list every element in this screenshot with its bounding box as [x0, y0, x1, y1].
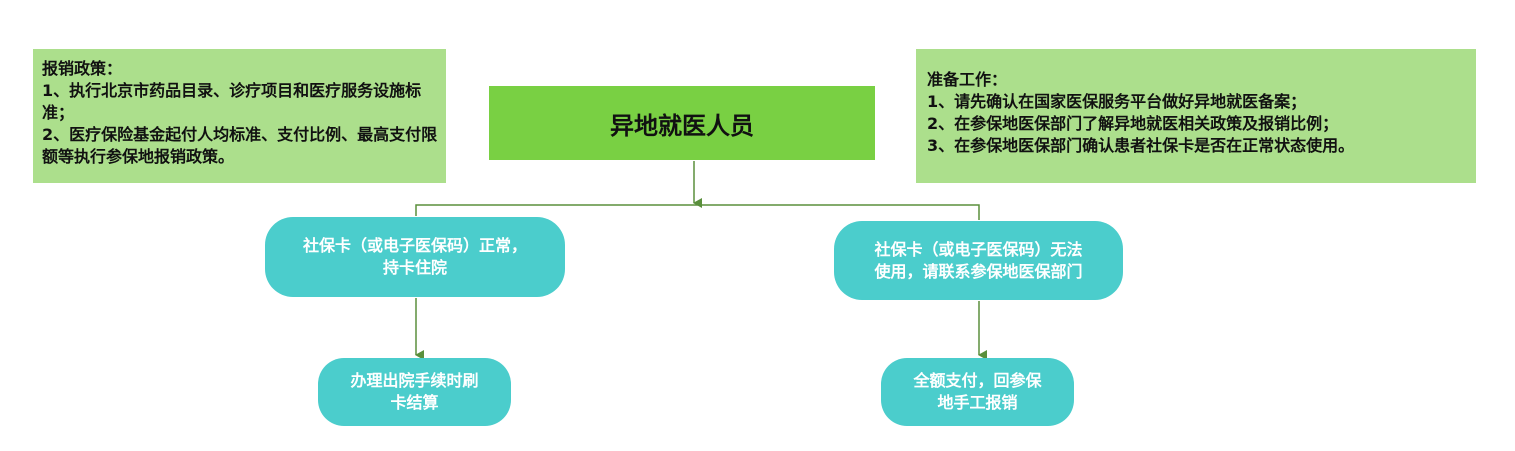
card-normal-line-1: 社保卡（或电子医保码）正常， — [302, 236, 527, 255]
prep-item-2: 2、在参保地医保部门了解异地就医相关政策及报销比例； — [927, 114, 1339, 133]
card-normal-node: 社保卡（或电子医保码）正常， 持卡住院 — [265, 217, 565, 297]
discharge-line-2: 卡结算 — [390, 393, 439, 412]
policy-item-2: 2、医疗保险基金起付人均标准、支付比例、最高支付限额等执行参保地报销政策。 — [42, 125, 438, 166]
discharge-settlement-node: 办理出院手续时刷 卡结算 — [318, 358, 511, 426]
prep-heading: 准备工作： — [927, 70, 1008, 89]
card-unusable-line-2: 使用，请联系参保地医保部门 — [874, 261, 1083, 281]
full-payment-line-2: 地手工报销 — [937, 393, 1018, 412]
card-normal-line-2: 持卡住院 — [382, 258, 447, 277]
full-payment-line-1: 全额支付，回参保 — [913, 371, 1042, 390]
discharge-line-1: 办理出院手续时刷 — [350, 371, 479, 390]
prep-item-1: 1、请先确认在国家医保服务平台做好异地就医备案； — [927, 92, 1307, 111]
reimbursement-policy-note: 报销政策： 1、执行北京市药品目录、诊疗项目和医疗服务设施标准； 2、医疗保险基… — [33, 49, 446, 183]
root-label: 异地就医人员 — [610, 111, 754, 140]
bus-connector — [415, 204, 980, 220]
full-payment-node: 全额支付，回参保 地手工报销 — [881, 358, 1074, 426]
card-unusable-line-1: 社保卡（或电子医保码）无法 — [874, 239, 1083, 259]
preparation-note: 准备工作： 1、请先确认在国家医保服务平台做好异地就医备案； 2、在参保地医保部… — [916, 49, 1476, 183]
policy-item-1: 1、执行北京市药品目录、诊疗项目和医疗服务设施标准； — [42, 81, 422, 122]
card-unusable-node: 社保卡（或电子医保码）无法 使用，请联系参保地医保部门 — [834, 221, 1123, 300]
prep-item-3: 3、在参保地医保部门确认患者社保卡是否在正常状态使用。 — [927, 136, 1355, 155]
policy-heading: 报销政策： — [42, 59, 123, 78]
root-node: 异地就医人员 — [489, 86, 875, 160]
